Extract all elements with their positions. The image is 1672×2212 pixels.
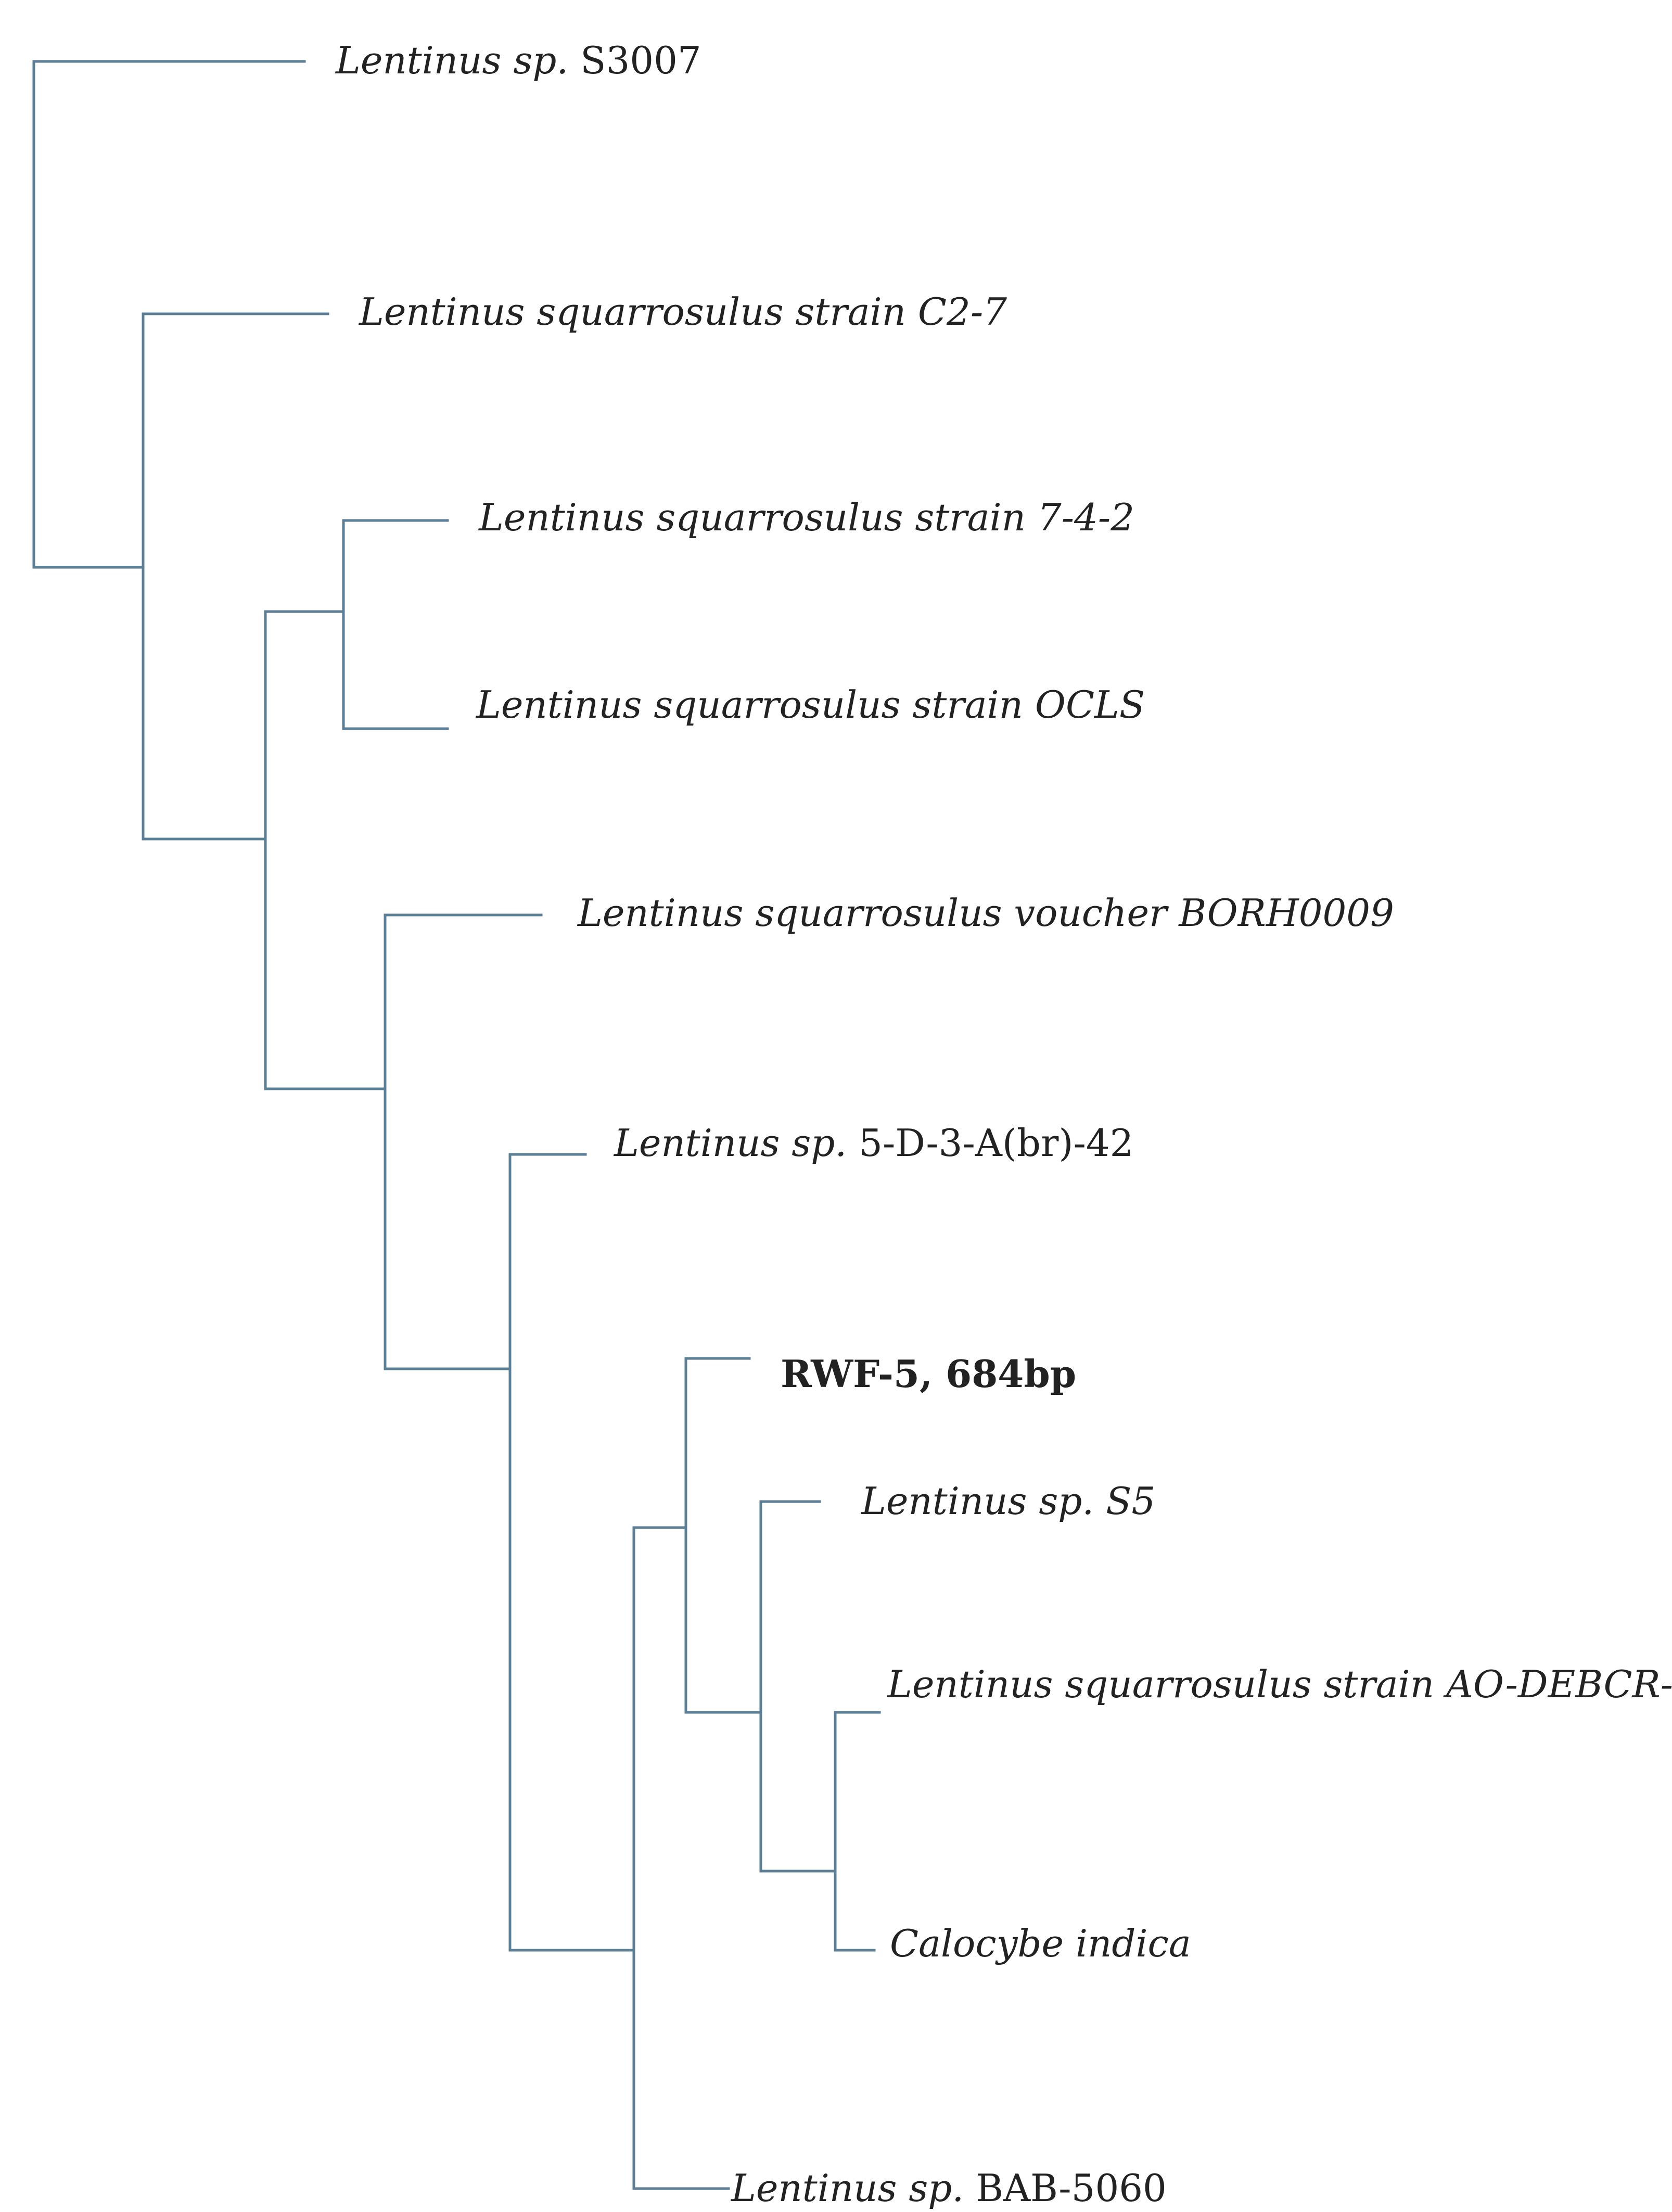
taxon-name: Lentinus squarrosulus voucher BORH0009 bbox=[577, 891, 1394, 935]
taxon-label-s3007: Lentinus sp. S3007 bbox=[335, 39, 701, 82]
taxon-label-calocybe: Calocybe indica bbox=[890, 1922, 1191, 1965]
taxon-name: RWF-5, 684bp bbox=[781, 1352, 1076, 1396]
taxon-label-rwf5: RWF-5, 684bp bbox=[781, 1352, 1076, 1396]
taxon-label-aodebcr3: Lentinus squarrosulus strain AO-DEBCR-3 bbox=[886, 1662, 1672, 1706]
taxon-label-s5: Lentinus sp. S5 bbox=[860, 1479, 1155, 1523]
taxon-label-ocls: Lentinus squarrosulus strain OCLS bbox=[475, 683, 1145, 727]
tree-branches bbox=[32, 60, 881, 2190]
taxon-name: Calocybe indica bbox=[890, 1922, 1191, 1965]
taxon-label-borh0009: Lentinus squarrosulus voucher BORH0009 bbox=[577, 891, 1394, 935]
taxon-name: Lentinus sp. bbox=[730, 2166, 964, 2210]
taxon-label-bab5060: Lentinus sp. BAB-5060 bbox=[730, 2166, 1167, 2210]
taxon-name: Lentinus squarrosulus strain OCLS bbox=[475, 683, 1145, 727]
taxon-label-c27: Lentinus squarrosulus strain C2-7 bbox=[358, 290, 1007, 334]
taxon-label-742: Lentinus squarrosulus strain 7-4-2 bbox=[478, 495, 1134, 539]
taxon-label-5d3a: Lentinus sp. 5-D-3-A(br)-42 bbox=[613, 1121, 1133, 1165]
taxon-name: Lentinus sp. bbox=[613, 1121, 847, 1165]
taxon-name: Lentinus sp. S5 bbox=[860, 1479, 1155, 1523]
taxon-suffix: BAB-5060 bbox=[964, 2166, 1167, 2210]
taxon-name: Lentinus sp. bbox=[335, 39, 568, 82]
taxon-name: Lentinus squarrosulus strain AO-DEBCR-3 bbox=[886, 1662, 1672, 1706]
taxon-name: Lentinus squarrosulus strain 7-4-2 bbox=[478, 495, 1134, 539]
taxon-suffix: S3007 bbox=[568, 39, 701, 82]
taxon-suffix: 5-D-3-A(br)-42 bbox=[847, 1121, 1133, 1165]
taxon-name: Lentinus squarrosulus strain C2-7 bbox=[358, 290, 1007, 334]
